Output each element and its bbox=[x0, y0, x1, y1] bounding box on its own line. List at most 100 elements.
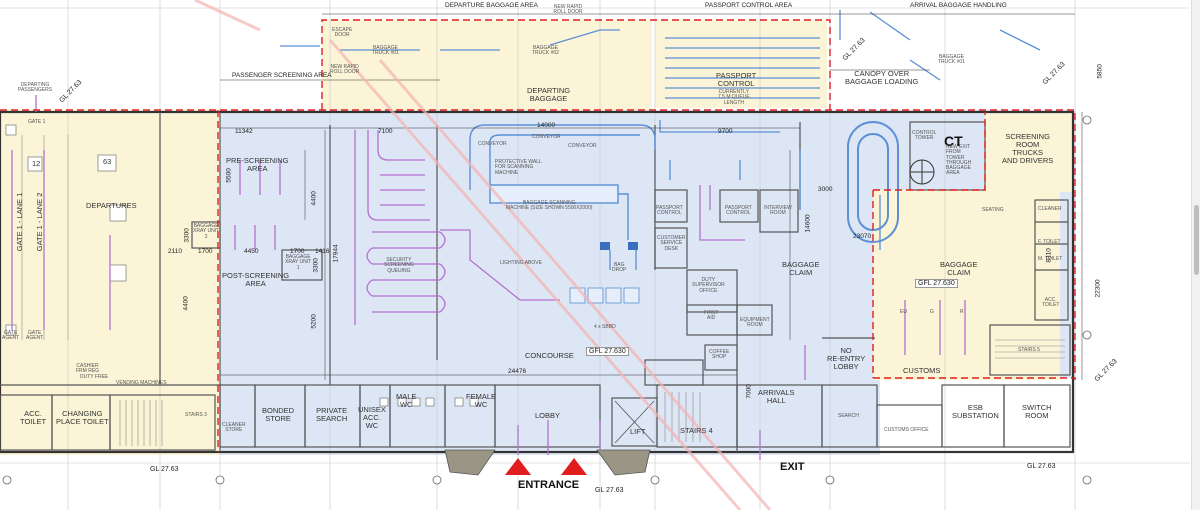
security-queue-flow bbox=[354, 130, 560, 325]
passport-control-area-label: PASSPORT CONTROL AREA bbox=[705, 2, 793, 9]
r-label: R bbox=[960, 309, 964, 315]
queue-note-label: CURRENTLY 7.5 M QUEUE LENGTH bbox=[718, 89, 750, 106]
screening-room-label: SCREENING ROOM TRUCKS AND DRIVERS bbox=[1002, 132, 1054, 165]
switch-room-label: SWITCH ROOM bbox=[1022, 403, 1052, 420]
cleaner-store-label: CLEANER STORE bbox=[222, 422, 246, 434]
baggage-flow-blue bbox=[280, 10, 1041, 270]
seating-label: SEATING bbox=[982, 207, 1004, 213]
passport-queue-zone bbox=[655, 20, 827, 108]
departing-passengers-label: DEPARTING PASSENGERS bbox=[18, 82, 53, 94]
customs-office-label: CUSTOMS OFFICE bbox=[884, 427, 929, 433]
counter-63-label: 63 bbox=[103, 157, 112, 166]
vending-label: VENDING MACHINES bbox=[116, 380, 167, 386]
tower-stair bbox=[909, 159, 935, 185]
private-search-label: PRIVATE SEARCH bbox=[316, 406, 348, 423]
conveyor-label-1: CONVEYOR bbox=[478, 141, 507, 147]
vertical-scrollbar[interactable] bbox=[1191, 0, 1200, 510]
equipment-room-label: EQUIPMENT ROOM bbox=[740, 317, 770, 329]
secure-boundary bbox=[0, 19, 1076, 452]
f-toilet-label: F. TOILET bbox=[1038, 239, 1061, 245]
conveyor-label-3: CONVEYOR bbox=[568, 143, 597, 149]
dim-1700b: 1700 bbox=[290, 248, 305, 255]
security-queuing-label: SECURITY SCREENING QUEUING bbox=[384, 257, 414, 274]
dim-14000: 14000 bbox=[537, 122, 556, 129]
cleaner-right-label: CLEANER bbox=[1038, 206, 1062, 212]
dim-9700: 9700 bbox=[718, 128, 733, 135]
gl-label-3: GL 27.63 bbox=[595, 487, 624, 494]
dim-1700a: 1700 bbox=[198, 248, 213, 255]
ct-label: CT bbox=[944, 133, 963, 149]
dim-17944: 17944 bbox=[332, 244, 340, 263]
coffee-shop-label: COFFEE SHOP bbox=[709, 349, 730, 361]
baggage-truck-1-right-label: BAGGAGE TRUCK #01 bbox=[938, 54, 965, 66]
gl-label-4: GL 27.63 bbox=[1027, 463, 1056, 470]
g-label: G bbox=[930, 309, 934, 315]
gate-1-lane-1-label: GATE 1 - LANE 1 bbox=[15, 192, 25, 252]
dim-3300b: 3300 bbox=[312, 258, 320, 273]
lift-label: LIFT bbox=[630, 427, 646, 436]
dim-5500: 5500 bbox=[225, 168, 233, 183]
scrollbar-thumb[interactable] bbox=[1194, 205, 1199, 275]
conveyor-system bbox=[469, 124, 656, 240]
gate-agent-1-label: GATE AGENT bbox=[2, 330, 20, 342]
tower-note-label: NEW EXIT FROM TOWER THROUGH BAGGAGE AREA bbox=[946, 144, 972, 177]
baggage-truck-2-label: BAGGAGE TRUCK #02 bbox=[532, 45, 559, 57]
stairs-4-label: STAIRS 4 bbox=[680, 426, 713, 435]
baggage-scanning-label: BAGGAGE SCANNING MACHINE (SIZE SHOWN 550… bbox=[506, 200, 593, 212]
first-aid-label: FIRST AID bbox=[704, 310, 719, 322]
dim-1416: 1416 bbox=[315, 248, 330, 255]
departing-baggage-label: DEPARTING BAGGAGE bbox=[527, 86, 571, 103]
duty-free-label: DUTY FREE bbox=[80, 374, 109, 380]
dim-7000: 7000 bbox=[745, 384, 753, 399]
stairs-5-label: STAIRS 5 bbox=[1018, 347, 1040, 353]
gfl-concourse-label: GFL 27.630 bbox=[586, 347, 629, 357]
passport-control-2-label: PASSPORT CONTROL bbox=[725, 205, 752, 217]
bag-drop-label: BAG DROP bbox=[612, 262, 627, 274]
new-rapid-roll-door-top-label: NEW RAPID ROLL DOOR bbox=[553, 4, 583, 16]
dim-24476: 24476 bbox=[508, 368, 527, 375]
dim-5200: 5200 bbox=[310, 314, 318, 329]
header-lines bbox=[220, 13, 1075, 81]
arrival-baggage-handling-label: ARRIVAL BAGGAGE HANDLING bbox=[910, 2, 1007, 9]
passenger-flow-purple bbox=[11, 95, 966, 460]
screening-room-zone bbox=[985, 112, 1073, 192]
lighting-above-label: LIGHTING ABOVE bbox=[500, 260, 542, 266]
acc-toilet-right-label: ACC. TOILET bbox=[1042, 297, 1060, 309]
dimension-lines bbox=[220, 112, 1083, 380]
search-label: SEARCH bbox=[838, 413, 859, 419]
dim-8310: 8310 bbox=[1045, 248, 1053, 263]
conveyor-label-2: CONVEYOR bbox=[532, 134, 561, 140]
baggage-claim-right-zone bbox=[873, 190, 1060, 380]
bag-drop-units bbox=[600, 242, 638, 250]
canopy-label: CANOPY OVER BAGGAGE LOADING bbox=[845, 69, 919, 86]
m-toilet-label: M. TOILET bbox=[1038, 256, 1063, 262]
departures-label: DEPARTURES bbox=[86, 201, 137, 210]
changing-place-label: CHANGING PLACE TOILET bbox=[56, 409, 109, 426]
lift-cross bbox=[614, 400, 655, 444]
unisex-acc-wc-label: UNISEX ACC. WC bbox=[358, 405, 386, 430]
grid-markers bbox=[2, 115, 1092, 485]
dim-4450: 4450 bbox=[244, 248, 259, 255]
dim-23070: 23070 bbox=[853, 233, 872, 240]
stair-treads bbox=[119, 339, 1065, 446]
departing-baggage-zone bbox=[322, 20, 652, 110]
cashier-label: CASHIER FRM REG bbox=[76, 363, 100, 375]
acc-toilet-left-label: ACC. TOILET bbox=[20, 409, 47, 426]
baggage-truck-1-top-label: BAGGAGE TRUCK #01 bbox=[372, 45, 399, 57]
dim-11342: 11342 bbox=[235, 128, 253, 135]
dim-7100: 7100 bbox=[378, 128, 393, 135]
customs-label: CUSTOMS bbox=[903, 366, 941, 375]
passport-control-queue-label: PASSPORT CONTROL bbox=[716, 71, 757, 88]
female-wc-label: FEMALE WC bbox=[466, 392, 497, 409]
dim-2110: 2110 bbox=[168, 248, 182, 255]
customer-service-label: CUSTOMER SERVICE DESK bbox=[657, 235, 686, 252]
entrance-arrows bbox=[505, 458, 587, 475]
arrivals-hall-label: ARRIVALS HALL bbox=[758, 388, 795, 405]
departure-baggage-area-label: DEPARTURE BAGGAGE AREA bbox=[445, 2, 538, 9]
protective-wall-label: PROTECTIVE WALL FOR SCANNING MACHINE bbox=[495, 159, 542, 176]
counter-12-label: 12 bbox=[32, 159, 41, 168]
interview-room-label: INTERVIEW ROOM bbox=[764, 205, 792, 217]
baggage-claim-2-label: BAGGAGE CLAIM bbox=[940, 260, 978, 277]
gate-1-lane-2-label: GATE 1 - LANE 2 bbox=[35, 192, 45, 252]
